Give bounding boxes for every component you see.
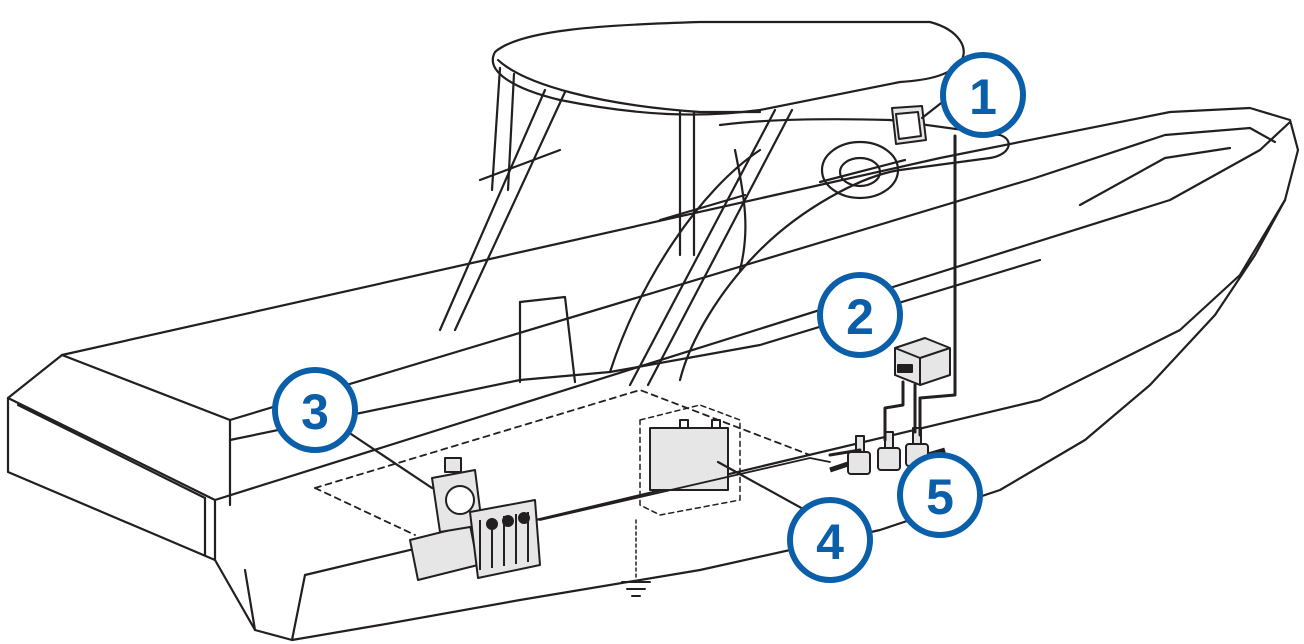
callout-3-label: 3 (301, 384, 329, 440)
callout-2-label: 2 (846, 289, 874, 345)
battery-icon (649, 419, 729, 491)
callout-1-label: 1 (969, 69, 997, 125)
callout-4: 4 (787, 497, 873, 583)
callout-3: 3 (272, 367, 358, 453)
callout-5: 5 (897, 452, 983, 538)
callout-5-label: 5 (926, 469, 954, 525)
callout-4-label: 4 (816, 514, 844, 570)
callout-2: 2 (817, 272, 903, 358)
leader-line-4 (716, 460, 807, 512)
control-unit (894, 337, 951, 386)
wiring (314, 134, 957, 581)
pump-drive-unit (409, 457, 541, 581)
leader-line-3 (346, 430, 434, 490)
callout-1: 1 (940, 52, 1026, 138)
ground-symbol-icon (621, 581, 651, 597)
t-top-frame (438, 20, 1010, 387)
chartplotter-icon (891, 105, 927, 145)
